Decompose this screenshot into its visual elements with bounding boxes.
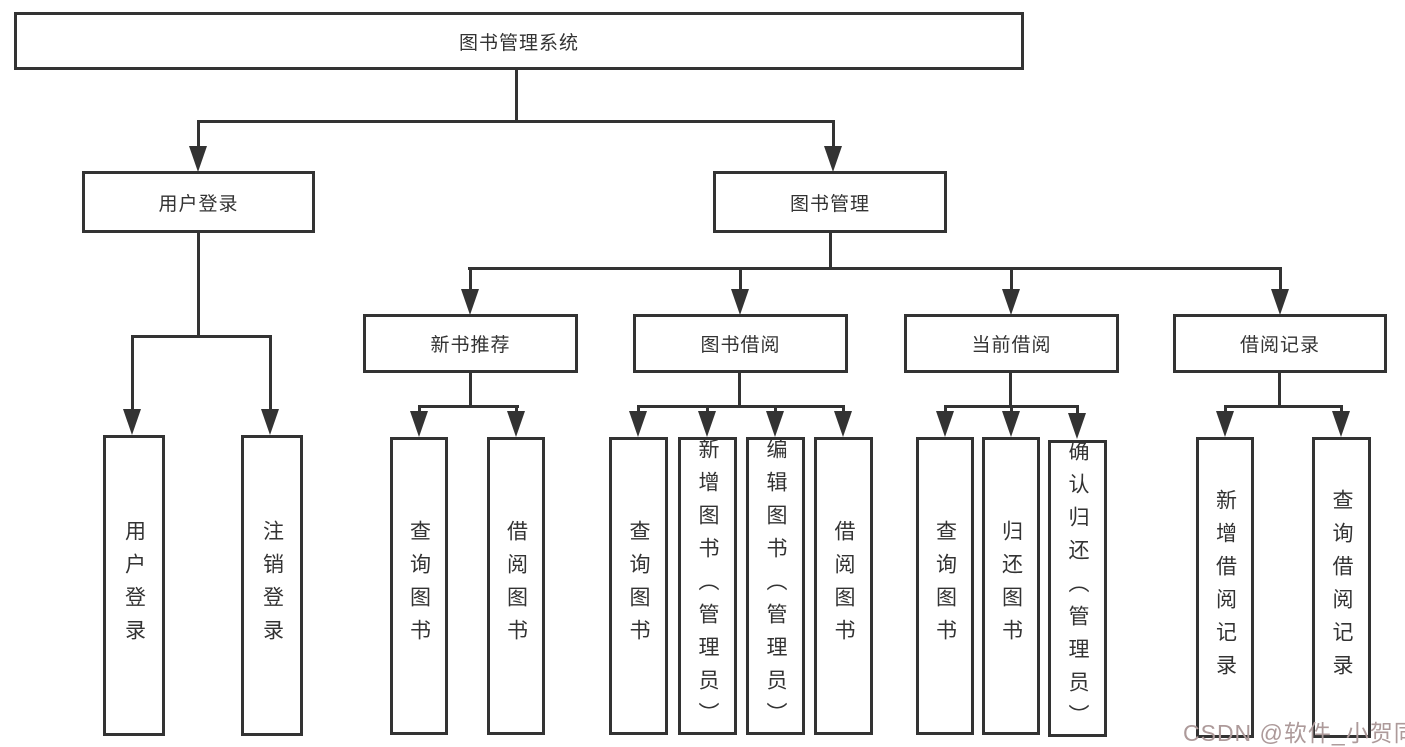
arrow-down-icon <box>123 409 141 435</box>
arrow-down-icon <box>189 146 207 172</box>
connector-leaf-drop <box>269 335 272 411</box>
connector-book-borrow-stem <box>738 371 741 407</box>
leaf-nb-query-books: 查询图书 <box>390 437 448 735</box>
leaf-user-login: 用户登录 <box>103 435 165 736</box>
leaf-cb-return-books-label: 归还图书 <box>999 520 1023 652</box>
leaf-bb-add-books-admin-label: 新增图书（管理员） <box>696 437 719 735</box>
arrow-down-icon <box>261 409 279 435</box>
leaf-br-query-record: 查询借阅记录 <box>1312 437 1371 738</box>
connector-book-mgmt-stem <box>829 231 832 269</box>
leaf-cb-query-books: 查询图书 <box>916 437 974 735</box>
leaf-nb-borrow-books-label: 借阅图书 <box>504 520 528 652</box>
arrow-down-icon <box>1002 411 1020 437</box>
leaf-bb-edit-books-admin: 编辑图书（管理员） <box>746 437 805 735</box>
arrow-down-icon <box>731 289 749 315</box>
arrow-down-icon <box>766 411 784 437</box>
node-book-borrow-label: 图书借阅 <box>700 335 781 356</box>
connector-leaf-drop <box>1076 405 1079 415</box>
arrow-down-icon <box>824 146 842 172</box>
connector-leaf-drop <box>842 405 845 413</box>
arrow-down-icon <box>1271 289 1289 315</box>
node-user-login-label: 用户登录 <box>158 193 239 215</box>
arrow-down-icon <box>507 411 525 437</box>
connector-level3-hline <box>468 267 1282 270</box>
connector-new-book-stem <box>469 371 472 407</box>
connector-leaf-drop <box>637 405 640 413</box>
connector-leaf-drop <box>774 405 777 413</box>
leaf-cb-query-books-label: 查询图书 <box>933 520 957 652</box>
arrow-down-icon <box>1002 289 1020 315</box>
connector-leaf-drop <box>1224 405 1227 413</box>
connector-current-borrow-drop <box>1010 267 1013 291</box>
connector-leaf-drop <box>1340 405 1343 413</box>
connector-leaf-drop <box>131 335 134 411</box>
node-book-management: 图书管理 <box>713 171 947 233</box>
connector-borrow-record-hline <box>1224 405 1343 408</box>
connector-user-login-drop <box>197 120 200 148</box>
leaf-logout-label: 注销登录 <box>260 519 284 652</box>
node-borrow-records-label: 借阅记录 <box>1239 335 1320 356</box>
connector-leaf-drop <box>418 405 421 413</box>
arrow-down-icon <box>1332 411 1350 437</box>
leaf-nb-query-books-label: 查询图书 <box>407 520 431 652</box>
leaf-bb-borrow-books: 借阅图书 <box>814 437 873 735</box>
leaf-logout: 注销登录 <box>241 435 303 736</box>
leaf-br-add-record-label: 新增借阅记录 <box>1213 488 1237 687</box>
connector-user-login-stem <box>197 231 200 337</box>
connector-book-borrow-hline <box>637 405 845 408</box>
connector-new-book-drop <box>469 267 472 291</box>
node-root: 图书管理系统 <box>14 12 1024 70</box>
connector-root-stem <box>515 70 518 122</box>
node-new-book-recommend-label: 新书推荐 <box>430 335 511 356</box>
arrow-down-icon <box>410 411 428 437</box>
arrow-down-icon <box>629 411 647 437</box>
leaf-user-login-label: 用户登录 <box>122 519 146 652</box>
connector-leaf-drop <box>1010 405 1013 413</box>
leaf-bb-query-books-label: 查询图书 <box>627 520 650 652</box>
connector-book-borrow-drop <box>739 267 742 291</box>
leaf-cb-confirm-return-admin: 确认归还（管理员） <box>1048 440 1107 737</box>
arrow-down-icon <box>834 411 852 437</box>
leaf-cb-return-books: 归还图书 <box>982 437 1040 735</box>
connector-current-borrow-stem <box>1009 371 1012 407</box>
connector-borrow-record-drop <box>1279 267 1282 291</box>
arrow-down-icon <box>936 411 954 437</box>
node-new-book-recommend: 新书推荐 <box>363 314 578 373</box>
leaf-br-query-record-label: 查询借阅记录 <box>1330 488 1353 687</box>
leaf-bb-add-books-admin: 新增图书（管理员） <box>678 437 737 735</box>
connector-leaf-drop <box>706 405 709 413</box>
node-current-borrow-label: 当前借阅 <box>971 335 1052 356</box>
node-user-login: 用户登录 <box>82 171 315 233</box>
arrow-down-icon <box>1216 411 1234 437</box>
connector-book-mgmt-drop <box>832 120 835 148</box>
connector-level2-hline <box>197 120 835 123</box>
arrow-down-icon <box>1068 413 1086 439</box>
leaf-bb-edit-books-admin-label: 编辑图书（管理员） <box>764 437 787 735</box>
leaf-br-add-record: 新增借阅记录 <box>1196 437 1254 738</box>
node-book-borrow: 图书借阅 <box>633 314 848 373</box>
connector-user-login-hline <box>131 335 272 338</box>
connector-borrow-record-stem <box>1278 371 1281 407</box>
leaf-bb-query-books: 查询图书 <box>609 437 668 735</box>
csdn-watermark: CSDN @软件_小贺同学 <box>1183 720 1405 746</box>
node-current-borrow: 当前借阅 <box>904 314 1119 373</box>
node-book-management-label: 图书管理 <box>789 193 870 215</box>
arrow-down-icon <box>461 289 479 315</box>
leaf-bb-borrow-books-label: 借阅图书 <box>832 520 855 652</box>
arrow-down-icon <box>698 411 716 437</box>
node-borrow-records: 借阅记录 <box>1173 314 1387 373</box>
node-root-label: 图书管理系统 <box>458 32 579 54</box>
leaf-cb-confirm-return-admin-label: 确认归还（管理员） <box>1066 440 1089 737</box>
connector-new-book-hline <box>418 405 519 408</box>
connector-leaf-drop <box>515 405 518 413</box>
leaf-nb-borrow-books: 借阅图书 <box>487 437 545 735</box>
connector-leaf-drop <box>944 405 947 413</box>
